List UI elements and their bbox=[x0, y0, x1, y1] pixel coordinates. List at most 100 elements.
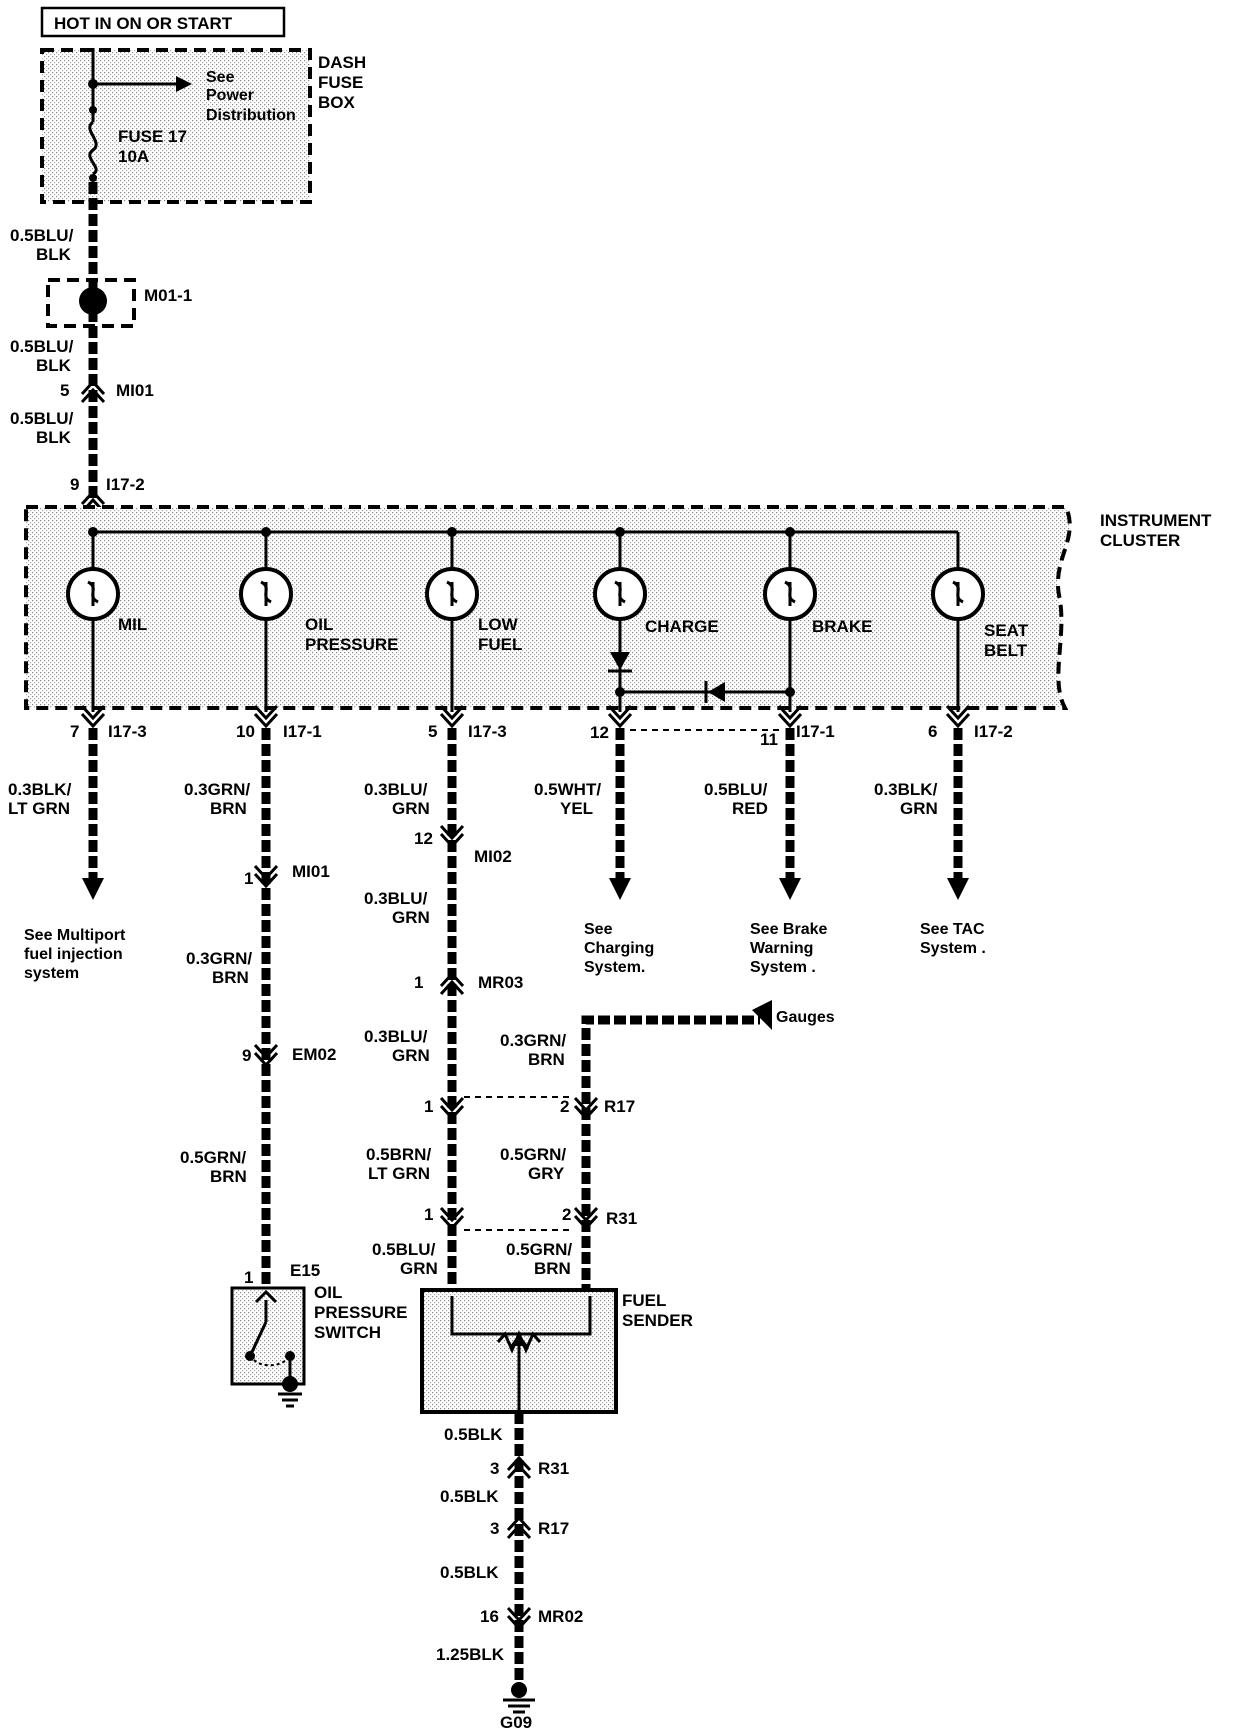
svg-text:See Multiport: See Multiport bbox=[24, 927, 126, 944]
svg-text:BELT: BELT bbox=[984, 641, 1028, 660]
svg-text:system: system bbox=[24, 965, 79, 982]
svg-text:1: 1 bbox=[244, 1268, 253, 1287]
svg-text:MI01: MI01 bbox=[116, 381, 154, 400]
seat-belt-output-wire: 0.3BLK/ GRN See TAC System . bbox=[874, 728, 986, 957]
svg-text:SEAT: SEAT bbox=[984, 621, 1029, 640]
svg-text:GRN: GRN bbox=[392, 908, 430, 927]
svg-text:OIL: OIL bbox=[305, 615, 333, 634]
svg-text:SENDER: SENDER bbox=[622, 1311, 693, 1330]
brake-output-wire: 0.5BLU/ RED See Brake Warning System . bbox=[704, 728, 827, 976]
svg-text:3: 3 bbox=[490, 1459, 499, 1478]
svg-text:BRN: BRN bbox=[210, 799, 247, 818]
svg-text:System .: System . bbox=[750, 959, 816, 976]
svg-text:0.5GRN/: 0.5GRN/ bbox=[506, 1240, 572, 1259]
lamp-oil-pressure: OIL PRESSURE bbox=[239, 532, 399, 712]
svg-text:R17: R17 bbox=[604, 1097, 635, 1116]
svg-text:PRESSURE: PRESSURE bbox=[314, 1303, 408, 1322]
svg-text:GRN: GRN bbox=[400, 1259, 438, 1278]
svg-text:DASH: DASH bbox=[318, 53, 366, 72]
svg-text:CHARGE: CHARGE bbox=[645, 617, 719, 636]
svg-text:BRAKE: BRAKE bbox=[812, 617, 872, 636]
svg-text:0.5BLU/: 0.5BLU/ bbox=[10, 226, 74, 245]
svg-text:0.5GRN/: 0.5GRN/ bbox=[500, 1145, 566, 1164]
svg-text:2: 2 bbox=[562, 1205, 571, 1224]
svg-text:16: 16 bbox=[480, 1607, 499, 1626]
svg-text:12: 12 bbox=[590, 723, 609, 742]
svg-text:0.5BLU/: 0.5BLU/ bbox=[372, 1240, 436, 1259]
svg-text:Power: Power bbox=[206, 87, 254, 104]
output-connectors bbox=[80, 704, 971, 731]
svg-text:9: 9 bbox=[70, 475, 79, 494]
svg-text:BRN: BRN bbox=[212, 968, 249, 987]
dash-fuse-box: DASH FUSE BOX See Power Distribution FUS… bbox=[40, 48, 366, 204]
svg-text:I17-2: I17-2 bbox=[974, 722, 1013, 741]
svg-text:LT GRN: LT GRN bbox=[368, 1164, 430, 1183]
lamp-low-fuel: LOW FUEL bbox=[425, 532, 522, 712]
svg-text:R31: R31 bbox=[538, 1459, 569, 1478]
svg-text:0.3BLU/: 0.3BLU/ bbox=[364, 889, 428, 908]
svg-text:I17-1: I17-1 bbox=[796, 722, 835, 741]
lamp-brake: BRAKE bbox=[763, 532, 872, 712]
svg-text:OIL: OIL bbox=[314, 1283, 342, 1302]
svg-text:2: 2 bbox=[560, 1097, 569, 1116]
svg-text:0.5BRN/: 0.5BRN/ bbox=[366, 1145, 431, 1164]
svg-text:CLUSTER: CLUSTER bbox=[1100, 531, 1180, 550]
svg-text:I17-3: I17-3 bbox=[108, 722, 147, 741]
svg-text:GRN: GRN bbox=[900, 799, 938, 818]
svg-text:INSTRUMENT: INSTRUMENT bbox=[1100, 511, 1212, 530]
power-source-label: HOT IN ON OR START bbox=[40, 6, 286, 38]
svg-text:0.5WHT/: 0.5WHT/ bbox=[534, 780, 601, 799]
svg-text:FUEL: FUEL bbox=[622, 1291, 666, 1310]
svg-text:10A: 10A bbox=[118, 147, 149, 166]
svg-text:YEL: YEL bbox=[560, 799, 593, 818]
svg-text:9: 9 bbox=[242, 1046, 251, 1065]
svg-text:Warning: Warning bbox=[750, 940, 813, 957]
svg-text:1: 1 bbox=[244, 869, 253, 888]
svg-text:fuel injection: fuel injection bbox=[24, 946, 123, 963]
svg-text:SWITCH: SWITCH bbox=[314, 1323, 381, 1342]
svg-text:See: See bbox=[584, 921, 613, 938]
svg-text:EM02: EM02 bbox=[292, 1045, 336, 1064]
svg-text:5: 5 bbox=[60, 381, 69, 400]
ground-circuit: 0.5BLK 3 R31 0.5BLK 3 R17 0.5BLK 16 MR02… bbox=[436, 1412, 583, 1730]
oil-pressure-switch: OIL PRESSURE SWITCH bbox=[230, 1283, 408, 1408]
svg-text:See Brake: See Brake bbox=[750, 921, 827, 938]
svg-text:Charging: Charging bbox=[584, 940, 654, 957]
svg-text:LOW: LOW bbox=[478, 615, 519, 634]
svg-text:FUEL: FUEL bbox=[478, 635, 522, 654]
svg-text:1: 1 bbox=[424, 1097, 433, 1116]
svg-text:Distribution: Distribution bbox=[206, 107, 296, 124]
svg-text:MIL: MIL bbox=[118, 615, 147, 634]
lamp-mil: MIL bbox=[66, 532, 147, 712]
svg-text:BRN: BRN bbox=[528, 1050, 565, 1069]
svg-text:R31: R31 bbox=[606, 1209, 637, 1228]
fuse-17 bbox=[88, 48, 192, 182]
svg-text:0.3GRN/: 0.3GRN/ bbox=[184, 780, 250, 799]
svg-text:BLK: BLK bbox=[36, 356, 72, 375]
svg-text:See TAC: See TAC bbox=[920, 921, 985, 938]
svg-text:0.3GRN/: 0.3GRN/ bbox=[186, 949, 252, 968]
svg-text:1.25BLK: 1.25BLK bbox=[436, 1645, 505, 1664]
svg-text:BRN: BRN bbox=[534, 1259, 571, 1278]
feed-wire: 0.5BLU/ BLK M01-1 0.5BLU/ BLK 5 MI01 0.5… bbox=[10, 182, 192, 514]
svg-text:5: 5 bbox=[428, 722, 437, 741]
svg-text:0.5BLK: 0.5BLK bbox=[440, 1563, 499, 1582]
lamp-charge: CHARGE bbox=[593, 532, 790, 712]
svg-text:0.5BLK: 0.5BLK bbox=[440, 1487, 499, 1506]
svg-text:GRY: GRY bbox=[528, 1164, 565, 1183]
instrument-cluster: INSTRUMENT CLUSTER bbox=[24, 505, 1212, 710]
svg-text:11: 11 bbox=[760, 730, 778, 749]
svg-text:System .: System . bbox=[920, 940, 986, 957]
fuel-circuit: 0.3BLU/ GRN 12 MI02 0.3BLU/ GRN 1 MR03 0… bbox=[364, 728, 835, 1296]
svg-text:0.5BLU/: 0.5BLU/ bbox=[10, 337, 74, 356]
svg-text:MI01: MI01 bbox=[292, 862, 330, 881]
svg-text:3: 3 bbox=[490, 1519, 499, 1538]
svg-text:0.3BLK/: 0.3BLK/ bbox=[8, 780, 72, 799]
svg-text:12: 12 bbox=[414, 829, 433, 848]
svg-text:R17: R17 bbox=[538, 1519, 569, 1538]
svg-text:FUSE: FUSE bbox=[318, 73, 363, 92]
svg-text:0.5BLK: 0.5BLK bbox=[444, 1425, 503, 1444]
svg-text:10: 10 bbox=[236, 722, 255, 741]
svg-text:GRN: GRN bbox=[392, 799, 430, 818]
